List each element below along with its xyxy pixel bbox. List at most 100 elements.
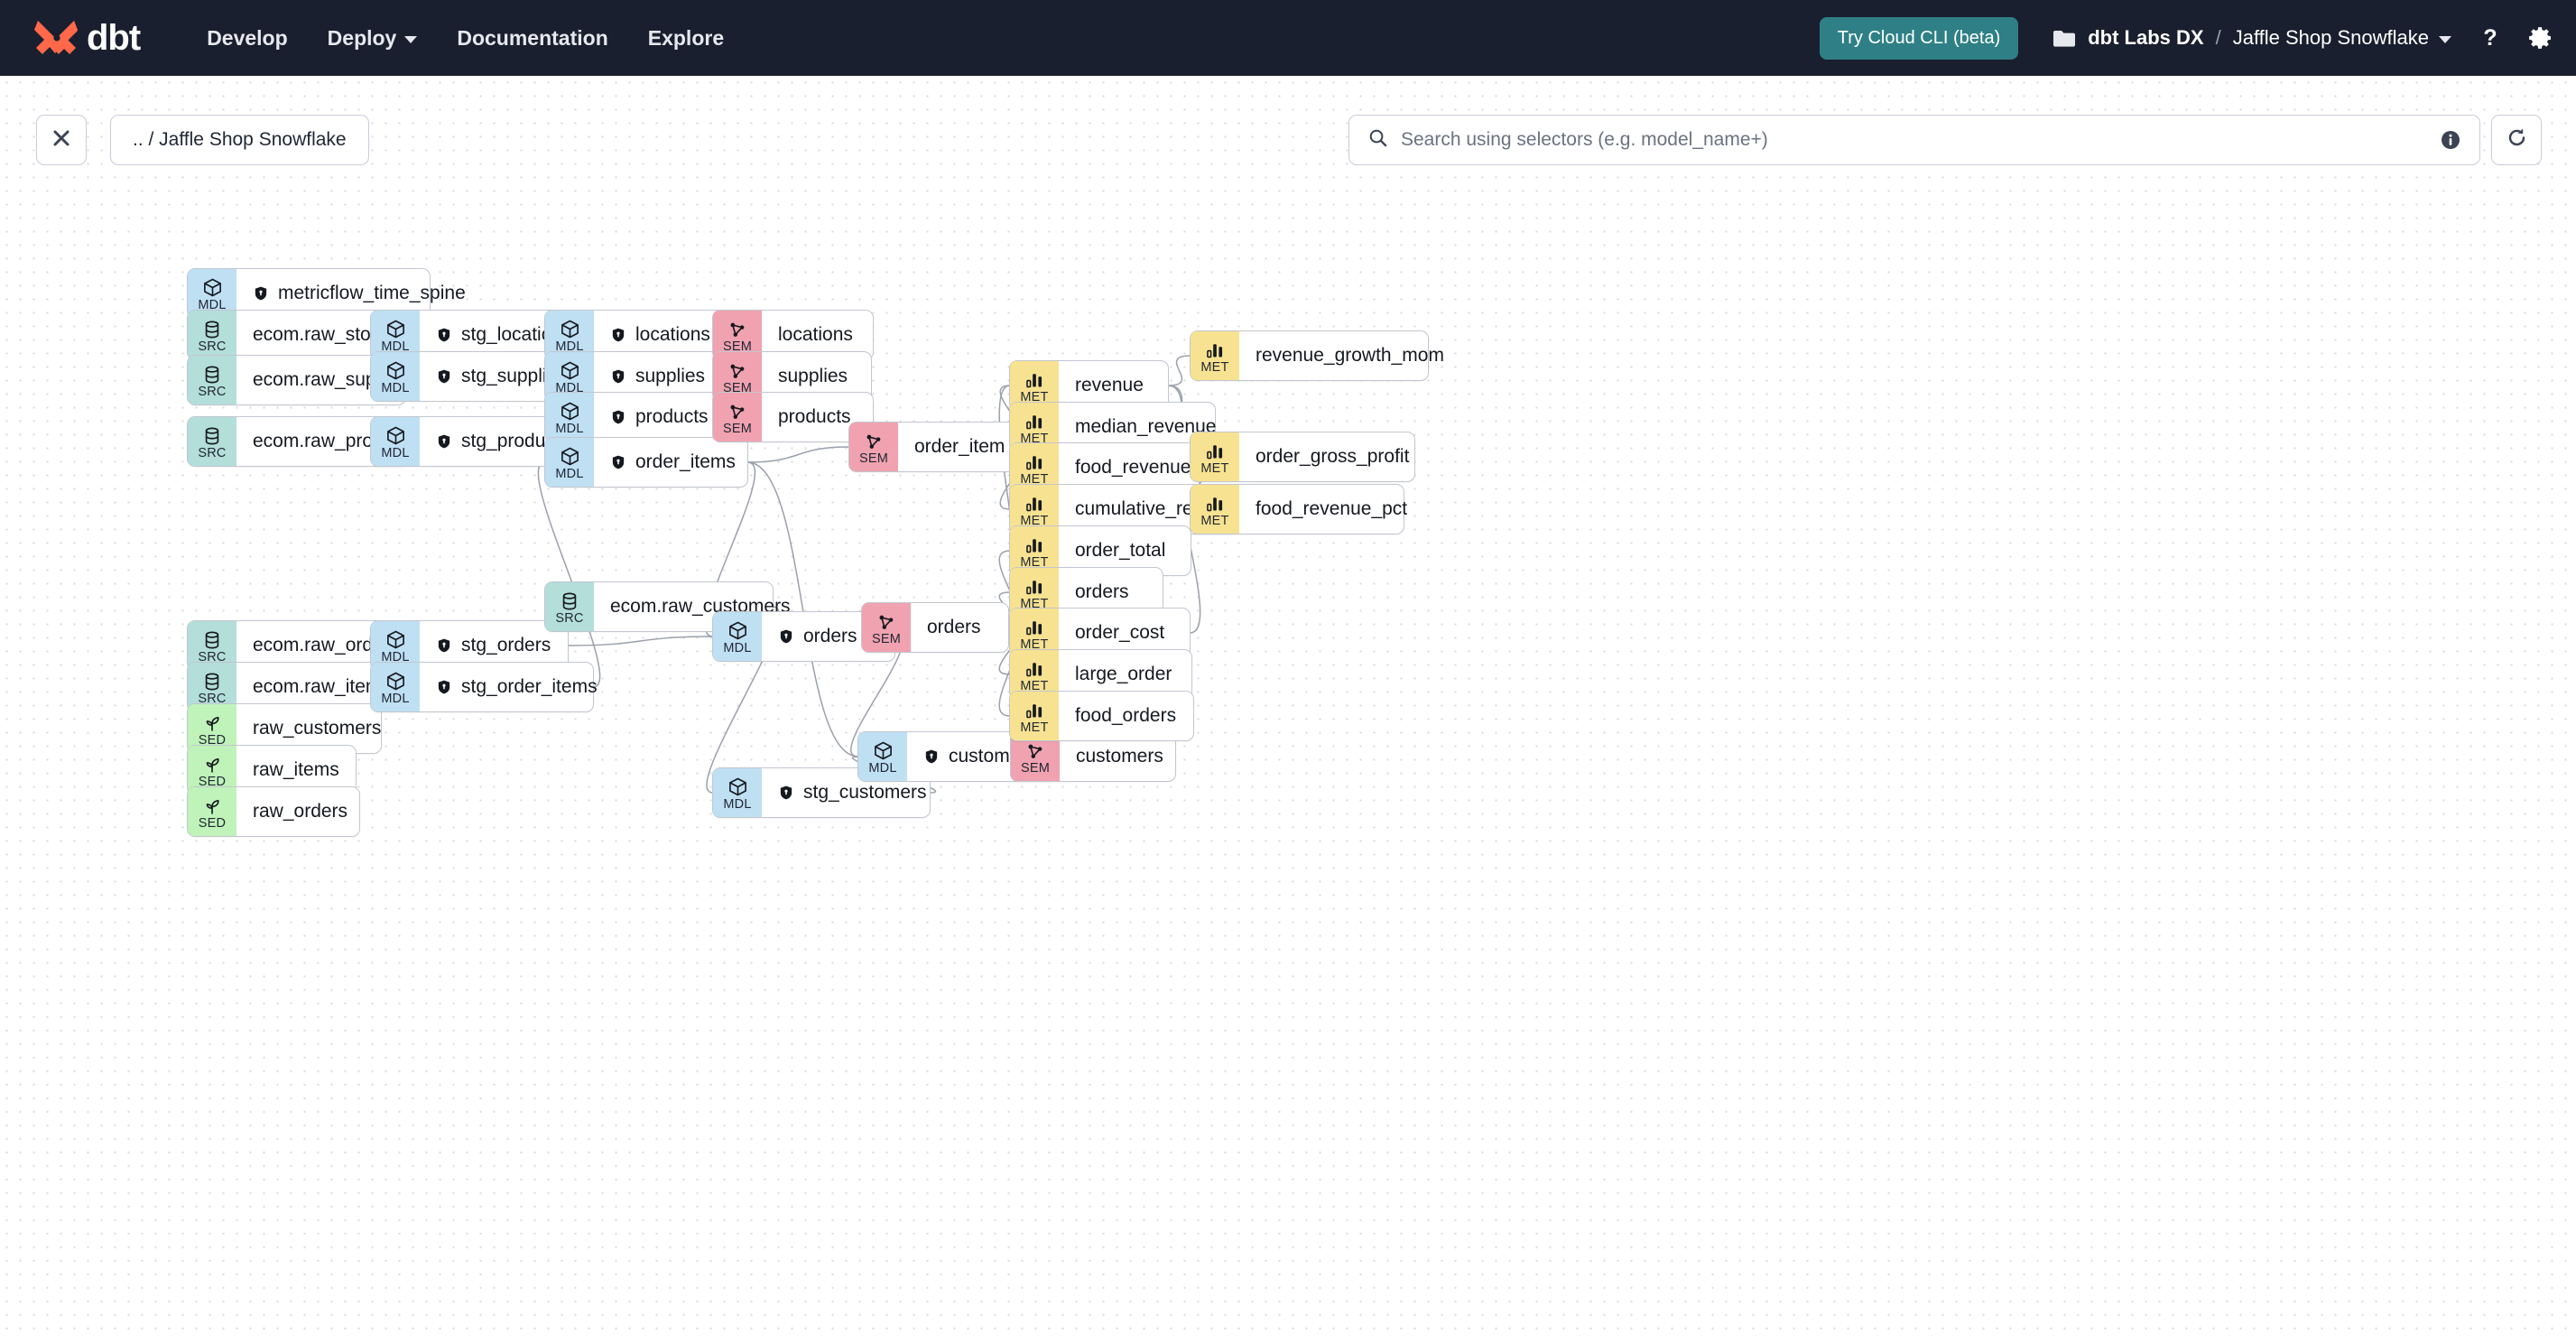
graph-node-sem_products[interactable]: SEM products: [713, 393, 873, 441]
node-label: ecom.raw_orders: [253, 635, 400, 655]
node-body: stg_orders: [420, 621, 568, 670]
node-type-badge-mdl: MDL: [713, 768, 762, 817]
lineage-toolbar: .. / Jaffle Shop Snowflake: [0, 76, 2576, 165]
node-type-label: MET: [1020, 720, 1049, 735]
graph-node-ecom_raw_items[interactable]: SRC ecom.raw_items: [188, 663, 391, 711]
graph-node-sem_locations[interactable]: SEM locations: [713, 311, 873, 359]
node-body: metricflow_time_spine: [236, 269, 482, 318]
node-label: median_revenue: [1075, 416, 1217, 437]
node-label: raw_items: [253, 759, 339, 780]
graph-node-stg_orders[interactable]: MDL stg_orders: [371, 621, 568, 670]
node-label: stg_order_items: [461, 676, 598, 697]
graph-node-stg_supplies[interactable]: MDL stg_supplies: [371, 352, 574, 401]
graph-node-locations[interactable]: MDL locations: [545, 311, 736, 359]
graph-node-stg_locations[interactable]: MDL stg_locations: [371, 311, 577, 359]
bar-chart-icon: [1024, 370, 1044, 390]
graph-node-metricflow_time_spine[interactable]: MDL metricflow_time_spine: [188, 269, 466, 318]
nav-link-explore-label: Explore: [647, 25, 725, 50]
graph-node-order_items[interactable]: MDL order_items: [545, 438, 747, 487]
lineage-graph-canvas[interactable]: MDL metricflow_time_spine SRC ecom.raw_s…: [0, 76, 2576, 1338]
breadcrumb[interactable]: .. / Jaffle Shop Snowflake: [110, 115, 369, 165]
node-body: locations: [762, 311, 873, 359]
graph-node-sem_orders[interactable]: SEM orders: [862, 603, 1008, 652]
node-type-badge-mdl: MDL: [371, 621, 420, 670]
node-type-label: SRC: [198, 691, 227, 706]
node-type-label: SRC: [198, 339, 227, 354]
semantic-graph-icon: [876, 612, 896, 632]
node-type-label: SEM: [871, 631, 902, 646]
cube-icon: [385, 361, 406, 381]
node-body: food_revenue_pct: [1239, 485, 1423, 534]
node-label: orders: [927, 617, 981, 637]
graph-node-met_order_cost[interactable]: MET order_cost: [1010, 609, 1190, 657]
try-cloud-cli-button[interactable]: Try Cloud CLI (beta): [1819, 16, 2019, 60]
graph-node-met_large_order[interactable]: MET large_order: [1010, 650, 1191, 699]
close-icon: [51, 127, 72, 153]
node-label: ecom.raw_customers: [610, 596, 791, 617]
project-selector[interactable]: Jaffle Shop Snowflake: [2233, 26, 2451, 50]
graph-node-met_food_revenue[interactable]: MET food_revenue: [1010, 443, 1199, 492]
lineage-edge: [567, 636, 714, 646]
bar-chart-icon: [1024, 577, 1044, 597]
graph-node-sem_customers[interactable]: SEM customers: [1011, 732, 1175, 781]
refresh-button[interactable]: [2491, 115, 2542, 165]
gear-icon[interactable]: [2529, 26, 2553, 50]
folder-icon: [2052, 29, 2076, 48]
node-type-badge-sed: SED: [188, 704, 236, 753]
bar-chart-icon: [1205, 494, 1225, 514]
close-button[interactable]: [36, 115, 87, 165]
graph-node-met_order_total[interactable]: MET order_total: [1010, 526, 1191, 575]
nav-link-deploy[interactable]: Deploy: [328, 26, 418, 51]
help-icon[interactable]: ?: [2479, 26, 2502, 50]
nav-link-explore[interactable]: Explore: [648, 26, 724, 51]
node-type-badge-mdl: MDL: [545, 393, 594, 441]
shield-icon: [610, 409, 626, 425]
database-icon: [202, 672, 222, 692]
graph-node-raw_orders[interactable]: SED raw_orders: [188, 787, 359, 836]
node-type-label: MDL: [381, 649, 410, 664]
node-label: revenue_growth_mom: [1256, 345, 1444, 366]
graph-node-raw_items[interactable]: SED raw_items: [188, 746, 356, 794]
cube-icon: [560, 402, 580, 422]
node-type-label: MDL: [381, 445, 410, 460]
breadcrumb-separator: /: [2215, 26, 2221, 49]
dbt-logo-text: dbt: [87, 18, 141, 58]
node-type-label: SRC: [198, 649, 227, 664]
graph-node-met_revenue_growth_mom[interactable]: MET revenue_growth_mom: [1191, 331, 1444, 380]
cube-icon: [560, 320, 580, 339]
graph-node-stg_order_items[interactable]: MDL stg_order_items: [371, 663, 598, 711]
cube-icon: [560, 447, 580, 467]
account-project-breadcrumb[interactable]: dbt Labs DX / Jaffle Shop Snowflake: [2052, 26, 2451, 50]
node-type-badge-met: MET: [1010, 526, 1059, 575]
semantic-graph-icon: [1025, 741, 1045, 761]
semantic-graph-icon: [727, 320, 747, 339]
node-body: stg_products: [420, 417, 586, 466]
shield-icon: [923, 748, 940, 765]
search-input[interactable]: [1401, 129, 2440, 151]
node-type-label: SED: [198, 774, 227, 789]
node-body: revenue: [1059, 361, 1168, 410]
graph-node-products[interactable]: MDL products: [545, 393, 733, 441]
info-icon[interactable]: [2440, 129, 2461, 151]
graph-node-raw_customers[interactable]: SED raw_customers: [188, 704, 381, 753]
node-body: order_item: [898, 423, 1021, 471]
graph-node-ecom_raw_orders[interactable]: SRC ecom.raw_orders: [188, 621, 399, 670]
graph-node-stg_products[interactable]: MDL stg_products: [371, 417, 577, 466]
node-type-label: MDL: [555, 466, 584, 481]
dbt-logo[interactable]: dbt: [32, 16, 141, 60]
graph-node-met_food_orders[interactable]: MET food_orders: [1010, 692, 1193, 740]
graph-node-sem_order_item[interactable]: SEM order_item: [849, 423, 1016, 471]
nav-link-documentation[interactable]: Documentation: [457, 26, 607, 51]
lineage-edge: [1167, 355, 1191, 386]
svg-text:?: ?: [2483, 26, 2497, 50]
graph-node-met_food_revenue_pct[interactable]: MET food_revenue_pct: [1191, 485, 1407, 534]
node-label: food_orders: [1075, 705, 1177, 726]
graph-node-ecom_raw_stores[interactable]: SRC ecom.raw_stores: [188, 311, 397, 359]
cube-icon: [385, 672, 406, 692]
graph-node-met_order_gross_profit[interactable]: MET order_gross_profit: [1191, 432, 1414, 481]
nav-link-develop[interactable]: Develop: [207, 26, 287, 51]
graph-node-met_revenue[interactable]: MET revenue: [1010, 361, 1168, 410]
chevron-down-icon: [2439, 35, 2451, 43]
search-bar[interactable]: [1348, 115, 2480, 165]
shield-icon: [610, 327, 626, 343]
